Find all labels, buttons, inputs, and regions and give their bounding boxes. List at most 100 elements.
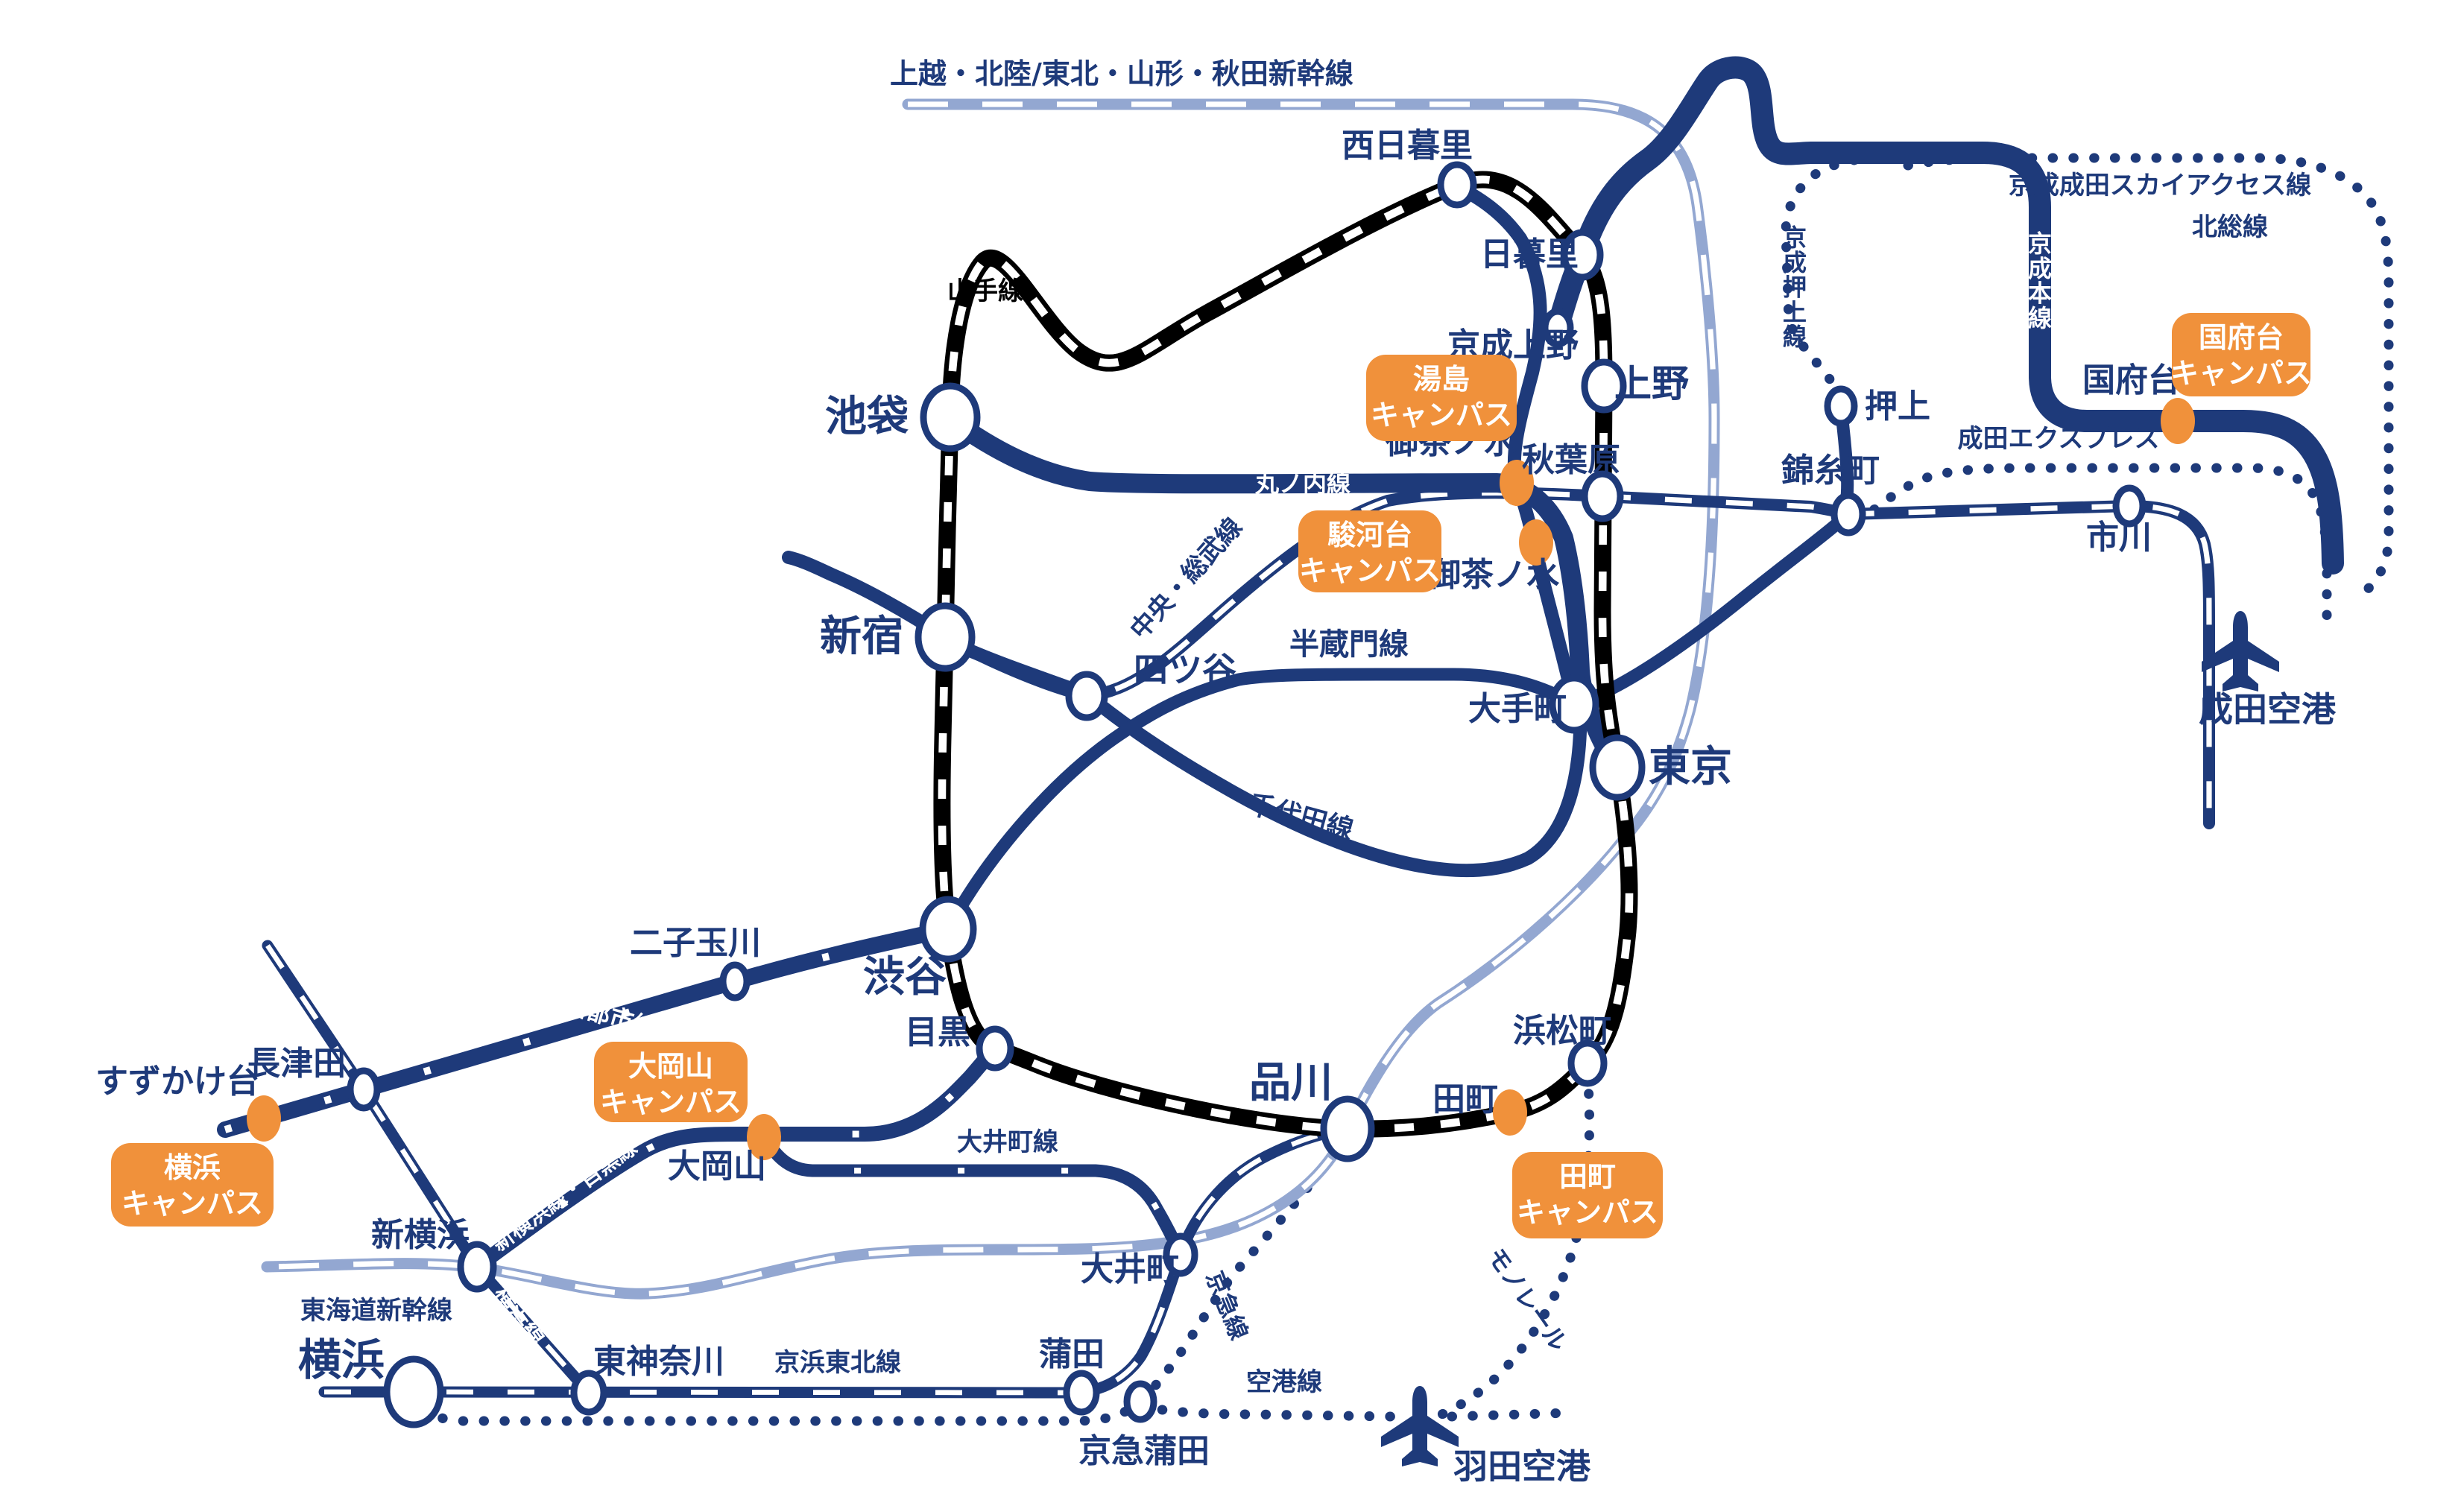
station-kamata — [1063, 1370, 1100, 1416]
station-futako-tamagawa — [719, 961, 751, 1001]
haneda-airport-icon — [1381, 1386, 1459, 1466]
station-hamamatsucho — [1567, 1039, 1608, 1087]
tamachi-campus-label-line1: 田町 — [1559, 1160, 1616, 1193]
station-label-ueno: 上野 — [1614, 362, 1689, 405]
label-skyaccess-label: 京成成田スカイアクセス線 — [2009, 171, 2311, 200]
station-label-otemachi: 大手町 — [1468, 690, 1567, 728]
ookayama-campus-box — [594, 1042, 748, 1122]
label-oimachi-line-label: 大井町線 — [957, 1127, 1058, 1157]
narita-airport-icon — [2202, 611, 2279, 691]
surugadai-campus-label-line1: 駿河台 — [1327, 519, 1412, 551]
station-label-nippori: 日暮里 — [1480, 235, 1579, 273]
station-label-ichikawa: 市川 — [2086, 519, 2152, 557]
station-keikyu-kamata — [1123, 1380, 1157, 1423]
station-label-yokohama: 横浜 — [298, 1335, 385, 1385]
yushima-campus-label-line1: 湯島 — [1413, 363, 1470, 396]
narita-airport-label: 成田空港 — [2199, 689, 2337, 729]
yushima-campus-label-line2: キャンパス — [1371, 399, 1512, 431]
yokohama-campus-box — [111, 1143, 274, 1227]
label-joetsu-shinkansen-label: 上越・北陸/東北・山形・秋田新幹線 — [890, 57, 1353, 90]
station-ichikawa — [2112, 484, 2146, 528]
station-oshiage — [1824, 385, 1858, 427]
konodai-campus-box — [2172, 313, 2310, 396]
stop-ochanomizu — [1500, 460, 1534, 506]
line-keisei-main-line — [1547, 56, 2344, 575]
station-nippori — [1561, 229, 1604, 281]
station-oimachi — [1163, 1232, 1198, 1277]
tamachi-campus-label-line2: キャンパス — [1517, 1196, 1658, 1229]
yokohama-campus-label-line1: 横浜 — [164, 1151, 221, 1184]
station-meguro — [976, 1025, 1014, 1072]
haneda-airport-label: 羽田空港 — [1453, 1446, 1591, 1487]
label-chuo-sobu-label: 中央・総武線 — [1125, 512, 1248, 645]
station-ueno — [1581, 358, 1627, 414]
station-label-ikebukuro: 池袋 — [825, 393, 909, 441]
surugadai-campus-label-line2: キャンパス — [1299, 554, 1441, 587]
label-keihin-tohoku-label: 京浜東北線 — [774, 1348, 901, 1378]
airplane-glyph — [1381, 1386, 1459, 1466]
line-oimachi-line — [757, 1130, 1187, 1262]
station-label-tamachi: 田町 — [1432, 1080, 1498, 1118]
station-shin-yokohama — [457, 1241, 497, 1293]
label-tokaido-shinkansen-label: 東海道新幹線 — [300, 1296, 452, 1326]
line-monorail — [1421, 1068, 1595, 1425]
label-hokuso-label: 北総線 — [2192, 212, 2268, 242]
station-nishi-nippori — [1437, 161, 1477, 209]
label-monorail-label: モノレール — [1482, 1242, 1573, 1356]
station-kinshicho — [1830, 492, 1866, 537]
label-keisei-oshiage-label: 京成押上線 — [1783, 224, 1807, 351]
station-label-meguro: 目黒 — [905, 1013, 970, 1051]
station-label-konodai: 国府台 — [2082, 361, 2181, 399]
station-label-tokyo: 東京 — [1649, 743, 1732, 791]
label-narita-express-label: 成田エクスプレス — [1958, 424, 2160, 454]
label-keisei-main-label: 京成本線 — [2028, 230, 2052, 332]
line-narita-express — [1852, 463, 2332, 621]
station-label-akihabara: 秋葉原 — [1522, 441, 1620, 479]
line-meguro-shinyokohama-line — [470, 1041, 1002, 1274]
line-yokohama-line-dashes — [265, 944, 591, 1395]
label-hanzomon-label: 半蔵門線 — [1289, 627, 1409, 662]
station-tokyo — [1589, 734, 1646, 801]
station-shibuya — [919, 896, 977, 963]
station-label-nishi-nippori: 西日暮里 — [1342, 127, 1473, 165]
station-label-kinshicho: 錦糸町 — [1781, 452, 1880, 490]
station-yotsuya — [1065, 671, 1108, 721]
station-keisei-ueno — [1541, 308, 1574, 348]
line-yamanote-line-dashes — [938, 175, 1634, 1133]
line-shinkansen-dashes — [266, 101, 1717, 1297]
station-nagatsuta — [347, 1067, 381, 1112]
label-chiyoda-label: 千代田線 — [1245, 788, 1356, 846]
line-keikyu-line — [410, 1133, 1351, 1426]
line-shinjuku-west-stub — [782, 551, 952, 644]
station-label-shin-yokohama: 新横浜 — [371, 1216, 470, 1254]
station-label-ookayama: 大岡山 — [668, 1148, 766, 1186]
station-otemachi — [1549, 674, 1599, 734]
station-label-shinagawa: 品川 — [1249, 1059, 1333, 1107]
station-label-shibuya: 渋谷 — [863, 953, 947, 1001]
station-higashi-kanagawa — [570, 1370, 607, 1416]
station-label-suzukakedai: すずかけ台 — [95, 1063, 259, 1101]
station-ikebukuro — [920, 382, 981, 452]
line-chiyoda-line-north — [1450, 180, 1581, 711]
station-label-oshiage: 押上 — [1865, 387, 1930, 425]
surugadai-campus-box — [1298, 510, 1441, 592]
konodai-campus-label-line1: 国府台 — [2199, 321, 2284, 354]
label-yamanote-label: 山手線 — [947, 276, 1023, 306]
station-label-futako-tamagawa: 二子玉川 — [630, 924, 761, 962]
station-label-kamata: 蒲田 — [1039, 1335, 1105, 1373]
tamachi-campus-box — [1512, 1152, 1663, 1238]
ookayama-campus-label-line1: 大岡山 — [628, 1050, 713, 1083]
label-keikyu-label: 京急線 — [1201, 1267, 1254, 1343]
line-airport-line — [1137, 1401, 1396, 1422]
label-yokohama-line-label: 横浜線 — [488, 1282, 549, 1351]
line-denentoshi-line — [217, 921, 956, 1138]
stop-ookayama — [747, 1114, 781, 1160]
station-shinagawa — [1320, 1095, 1375, 1162]
line-yamanote-line — [933, 171, 1638, 1138]
ookayama-campus-label-line2: キャンパス — [600, 1086, 742, 1118]
konodai-campus-label-line2: キャンパス — [2170, 357, 2312, 390]
